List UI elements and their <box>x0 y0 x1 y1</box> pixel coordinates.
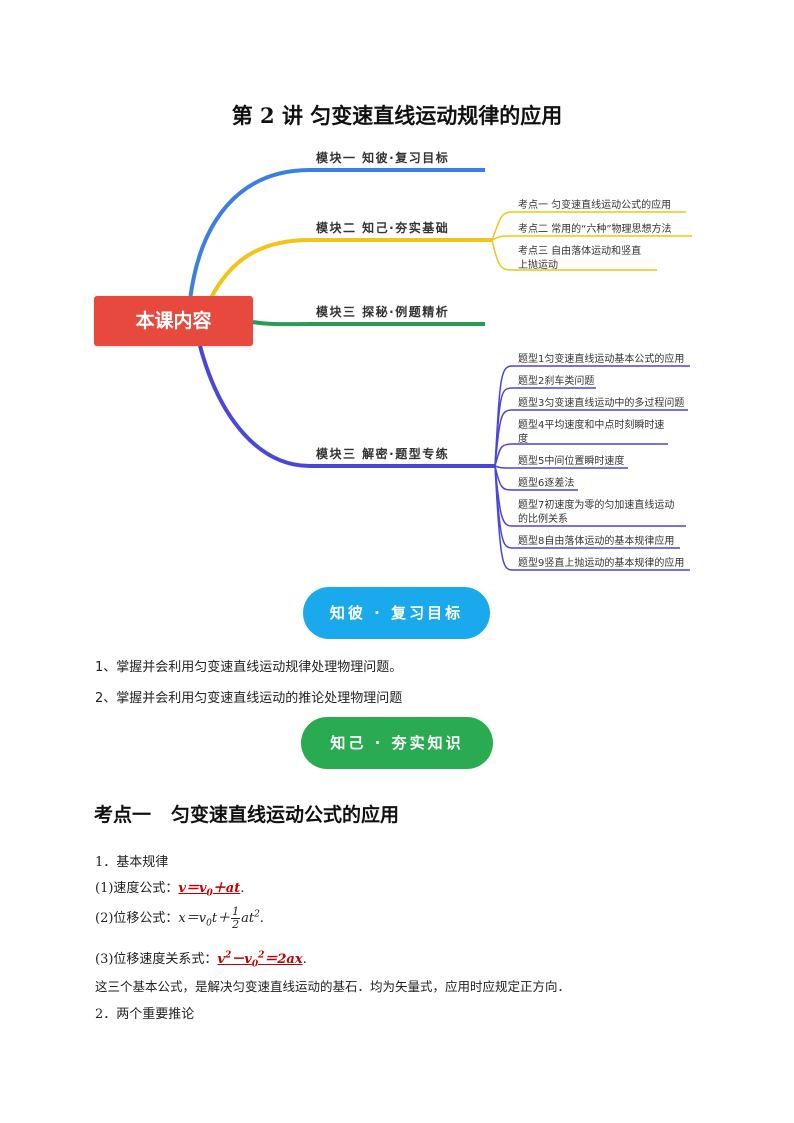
basics-banner: 知己 · 夯实知识 <box>301 717 493 769</box>
tixing-9: 题型9竖直上抛运动的基本规律的应用 <box>518 556 684 569</box>
velocity-formula-line: (1)速度公式：v＝v0＋at. <box>95 881 245 899</box>
summary-text: 这三个基本公式，是解决匀变速直线运动的基石．均为矢量式，应用时应规定正方向． <box>95 979 571 994</box>
tixing-5: 题型5中间位置瞬时速度 <box>518 454 624 467</box>
kaodian-1: 考点一 匀变速直线运动公式的应用 <box>518 198 671 211</box>
kaodian-2: 考点二 常用的“六种”物理思想方法 <box>518 222 672 235</box>
goal-1: 1、掌握并会利用匀变速直线运动规律处理物理问题。 <box>95 660 403 675</box>
kaodian-lines <box>491 211 692 271</box>
branch-label-3: 模块三 探秘·例题精析 <box>316 304 449 319</box>
mind-map: 模块一 知彼·复习目标 模块二 知己·夯实基础 模块三 探秘·例题精析 模块三 … <box>188 150 692 571</box>
kaodian-3b: 上抛运动 <box>518 258 558 271</box>
corollaries-heading: 2．两个重要推论 <box>95 1007 195 1022</box>
goal-2: 2、掌握并会利用匀变速直线运动的推论处理物理问题 <box>95 691 403 706</box>
tixing-6: 题型6逐差法 <box>518 476 574 489</box>
kaodian-3a: 考点三 自由落体运动和竖直 <box>518 244 641 257</box>
branch-line-4 <box>198 345 495 468</box>
displacement-formula-label: (2)位移公式： <box>95 911 179 926</box>
tixing-1: 题型1匀变速直线运动基本公式的应用 <box>518 352 684 365</box>
page-title: 第 2 讲 匀变速直线运动规律的应用 <box>231 103 563 128</box>
branch-line-3 <box>252 320 485 327</box>
branch-line-2 <box>208 238 492 301</box>
review-goals-banner: 知彼 · 复习目标 <box>303 587 490 639</box>
velocity-formula-label: (1)速度公式： <box>95 881 179 896</box>
tixing-2: 题型2刹车类问题 <box>518 374 594 387</box>
velocity-displacement-line: (3)位移速度关系式：v2－v02＝2ax. <box>95 950 307 970</box>
section-number: 考点一 <box>94 804 152 826</box>
tixing-3: 题型3匀变速直线运动中的多过程问题 <box>518 396 684 409</box>
root-node: 本课内容 <box>94 296 253 346</box>
velocity-displacement-label: (3)位移速度关系式： <box>95 952 218 967</box>
branch-label-4: 模块三 解密·题型专练 <box>316 446 449 461</box>
branch-label-2: 模块二 知己·夯实基础 <box>316 220 449 235</box>
branch-label-1: 模块一 知彼·复习目标 <box>316 150 449 165</box>
tixing-4a: 题型4平均速度和中点时刻瞬时速 <box>518 418 664 431</box>
tixing-4b: 度 <box>518 432 528 445</box>
tixing-8: 题型8自由落体运动的基本规律应用 <box>518 534 674 547</box>
section-title: 匀变速直线运动公式的应用 <box>171 804 400 826</box>
velocity-formula: v＝v0＋at <box>178 881 241 899</box>
section-heading: 考点一匀变速直线运动公式的应用 <box>94 800 399 827</box>
tixing-7a: 题型7初速度为零的匀加速直线运动 <box>518 498 674 511</box>
branch-line-1 <box>188 168 485 301</box>
velocity-displacement-formula: v2－v02＝2ax <box>217 950 303 970</box>
tixing-7b: 的比例关系 <box>518 512 568 525</box>
tixing-lines <box>494 365 690 571</box>
basic-rules-heading: 1．基本规律 <box>95 855 169 870</box>
